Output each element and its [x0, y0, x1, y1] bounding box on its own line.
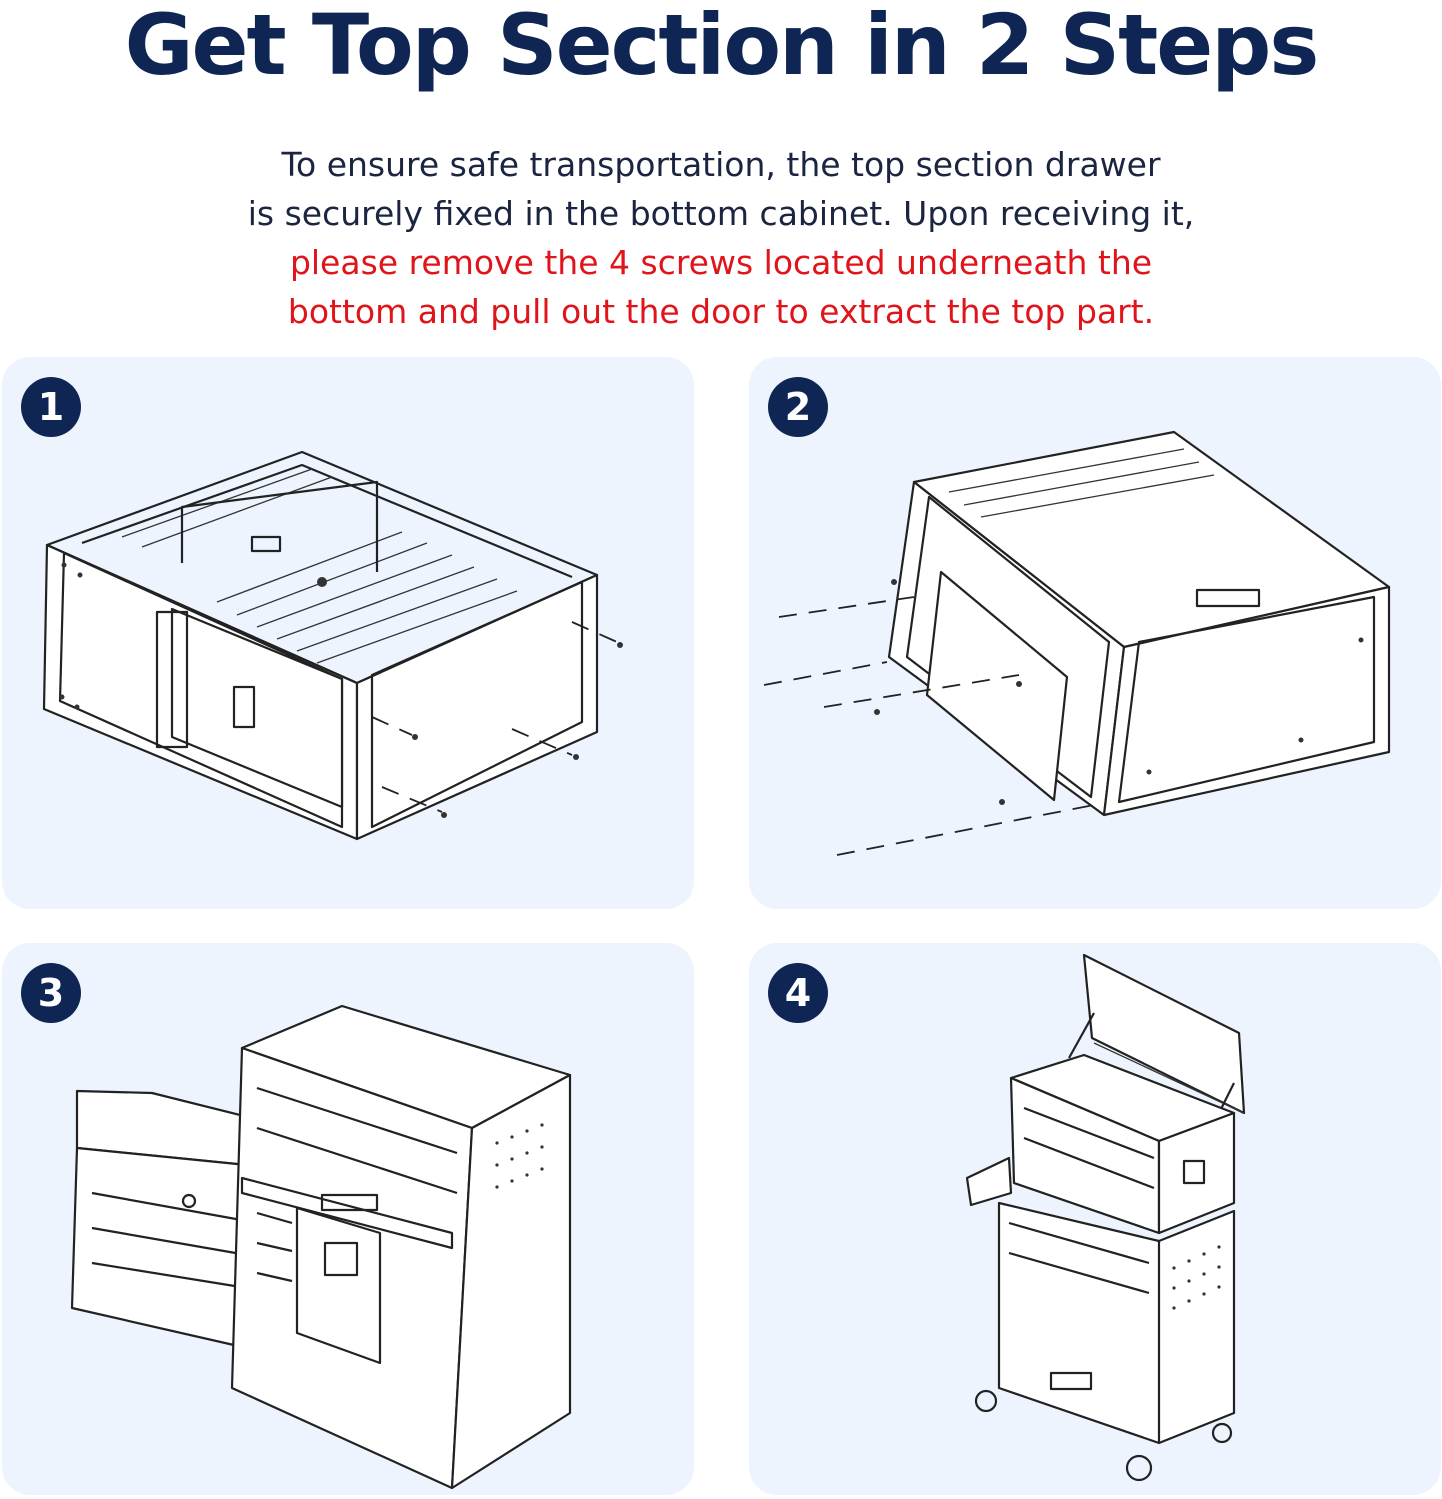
step-2-illustration: [763, 430, 1391, 856]
instruction-warning-line-2: bottom and pull out the door to extract …: [287, 292, 1155, 331]
step-2-badge: 2: [768, 377, 828, 437]
step-4-illustration: [965, 953, 1246, 1482]
step-3-badge: 3: [21, 963, 81, 1023]
instructions: To ensure safe transportation, the top s…: [0, 140, 1442, 336]
step-2-panel: 2: [749, 357, 1441, 909]
step-4-badge: 4: [768, 963, 828, 1023]
page-title: Get Top Section in 2 Steps: [124, 0, 1320, 94]
step-4-panel: 4: [749, 943, 1441, 1495]
step-1-panel: 1: [2, 357, 694, 909]
step-1-badge: 1: [21, 377, 81, 437]
instruction-line-1: To ensure safe transportation, the top s…: [281, 145, 1161, 184]
step-3-panel: 3: [2, 943, 694, 1495]
instruction-warning-line-1: please remove the 4 screws located under…: [289, 243, 1153, 282]
instruction-line-2: is securely fixed in the bottom cabinet.…: [247, 194, 1195, 233]
step-3-illustration: [70, 1004, 572, 1490]
step-1-illustration: [42, 450, 623, 841]
